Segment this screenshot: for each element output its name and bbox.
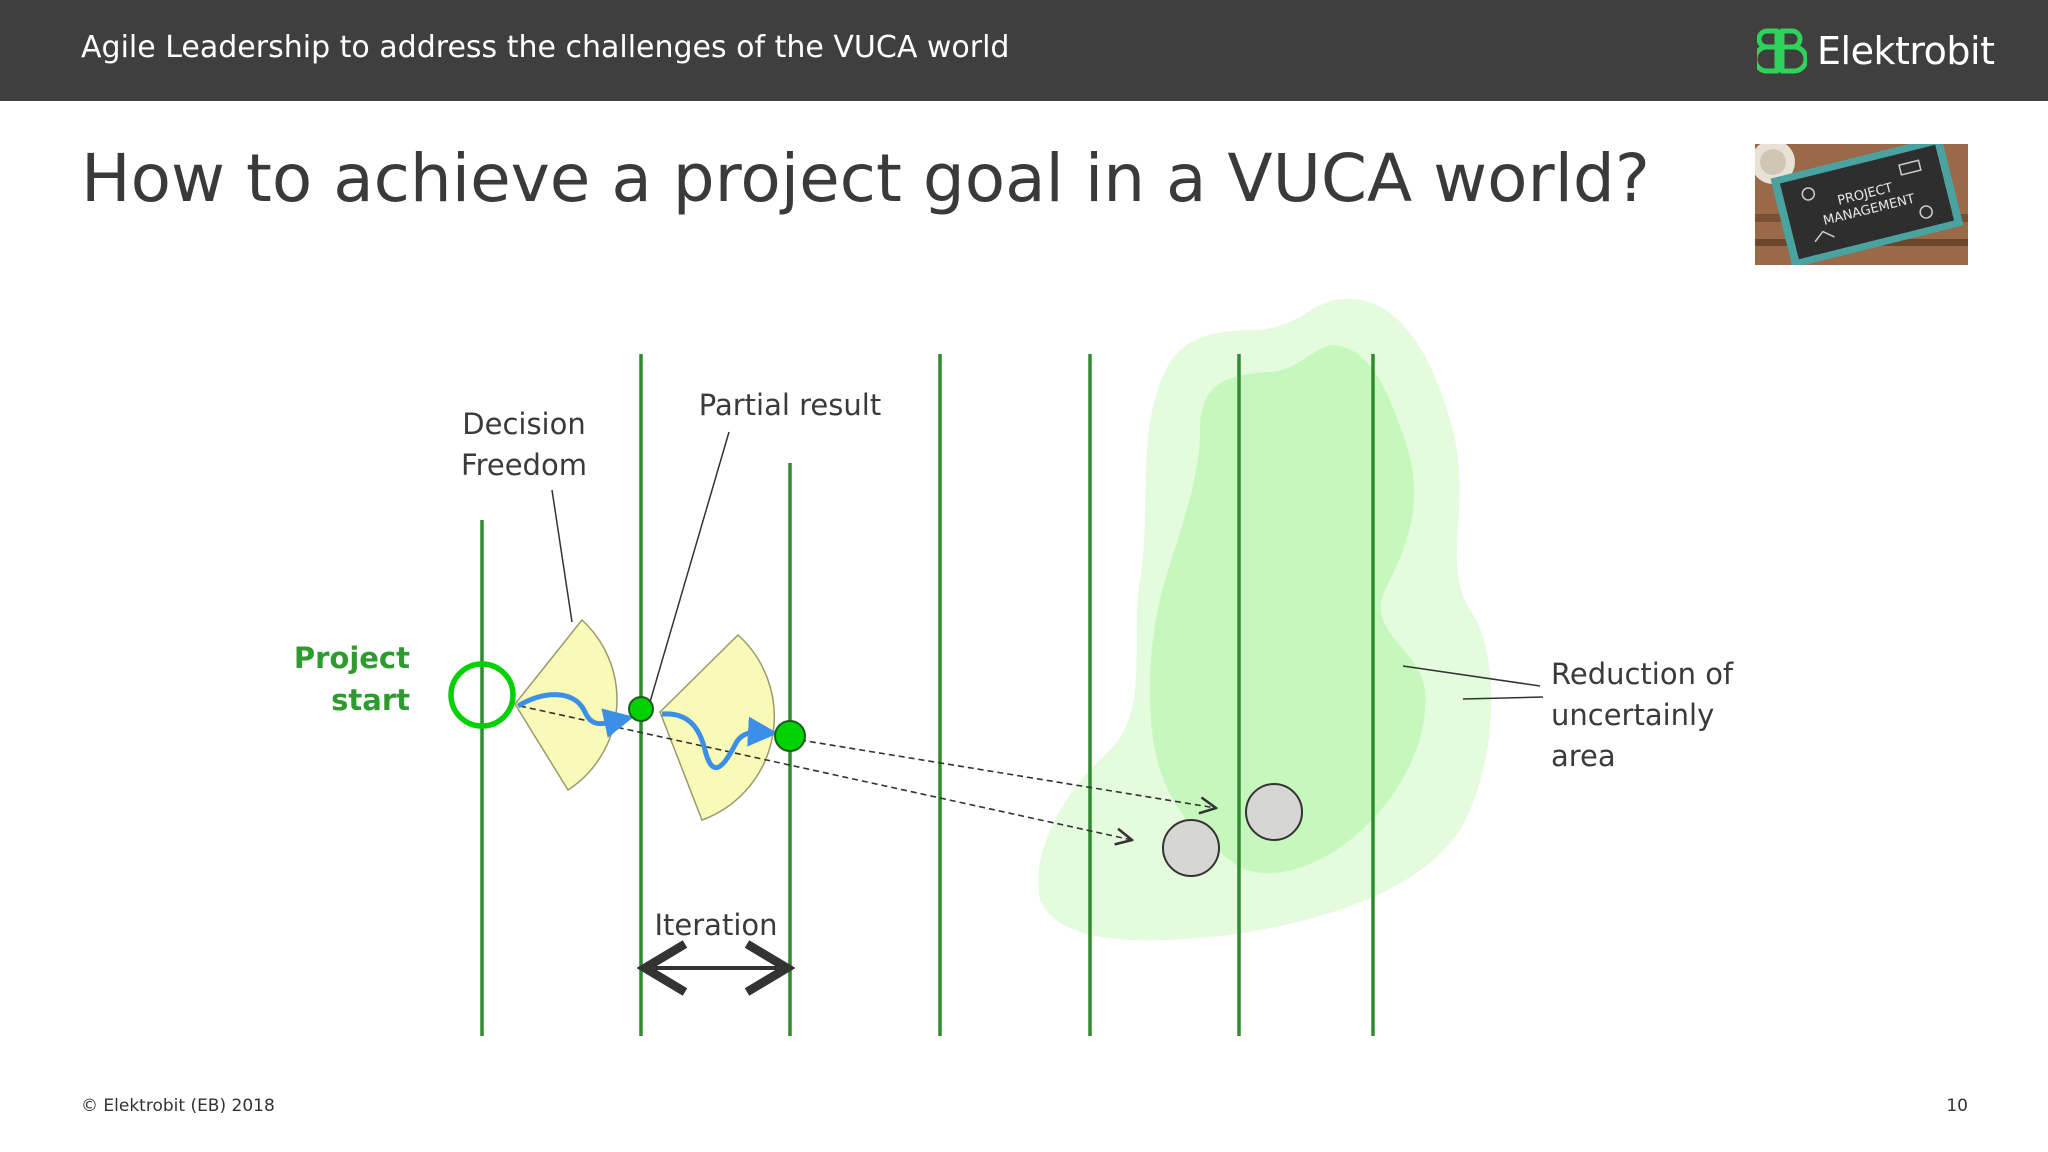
project-start-circle [448, 661, 516, 729]
header-bar: Agile Leadership to address the challeng… [0, 0, 2048, 101]
decision-freedom-cone [659, 633, 775, 821]
decision-freedom-label: Freedom [461, 448, 587, 482]
partial-result-callout-line [649, 431, 730, 703]
goal-circle [1245, 783, 1303, 841]
project-start-label: Project [294, 641, 410, 675]
header-title: Agile Leadership to address the challeng… [81, 30, 1010, 65]
partial-result-dot [628, 696, 654, 722]
elektrobit-logo: Elektrobit [1757, 26, 1995, 76]
iteration-label: Iteration [654, 908, 777, 942]
reduction-callout-line [1402, 665, 1541, 687]
slide-title: How to achieve a project goal in a VUCA … [81, 140, 1650, 217]
path-arrow [661, 711, 778, 771]
decision-freedom-cone [514, 618, 618, 792]
partial-result-dot [774, 720, 806, 752]
eb-logo-icon [1757, 28, 1807, 74]
uncertainty-area-inner [1149, 345, 1426, 874]
decision-freedom-label: Decision [462, 407, 585, 441]
reduction-label: uncertainly [1551, 698, 1714, 732]
project-management-image: PROJECT MANAGEMENT [1755, 144, 1968, 265]
reduction-callout-line [1462, 696, 1544, 700]
page-number: 10 [1946, 1096, 1968, 1116]
partial-result-label: Partial result [699, 388, 881, 422]
goal-circle [1162, 819, 1220, 877]
project-start-label: start [331, 683, 410, 717]
copyright-text: © Elektrobit (EB) 2018 [81, 1096, 275, 1116]
reduction-label: Reduction of [1551, 657, 1734, 691]
projection-arrow [519, 705, 1132, 840]
projection-arrow [799, 739, 1216, 808]
decision-callout-line [551, 489, 573, 623]
path-arrow [516, 692, 634, 738]
logo-text: Elektrobit [1817, 29, 1995, 73]
reduction-label: area [1551, 739, 1616, 773]
